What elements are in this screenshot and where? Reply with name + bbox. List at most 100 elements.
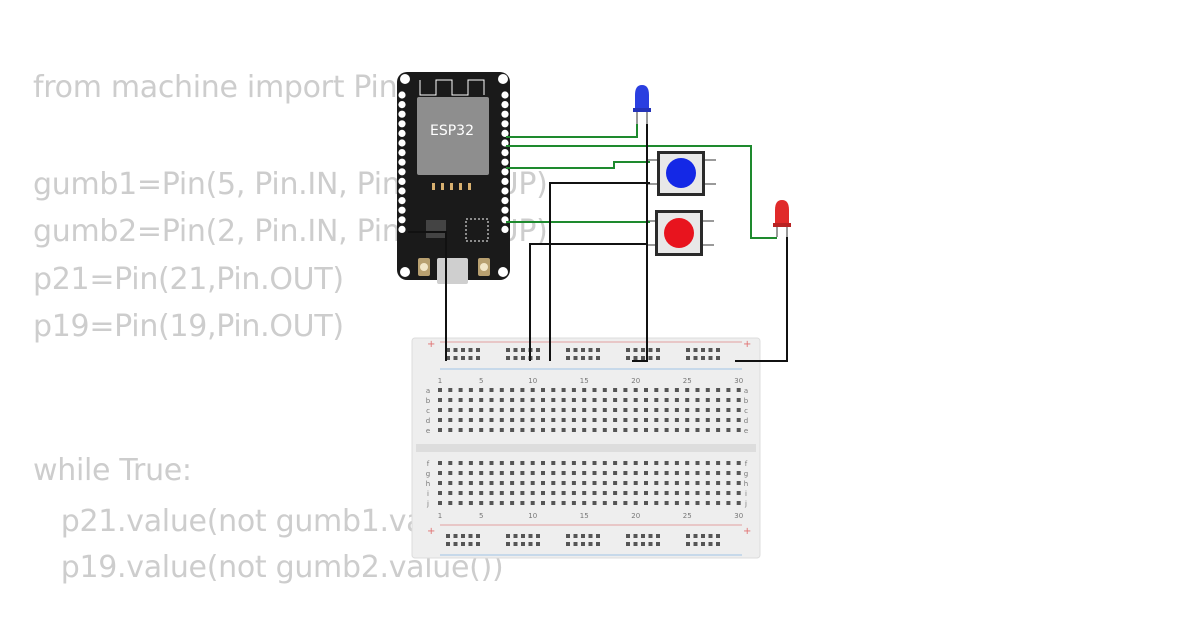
breadboard-hole[interactable] xyxy=(510,428,515,432)
breadboard-hole[interactable] xyxy=(623,398,628,402)
breadboard-hole[interactable] xyxy=(541,388,545,392)
breadboard-hole[interactable] xyxy=(468,388,473,392)
header-pin[interactable] xyxy=(398,101,406,109)
breadboard-hole[interactable] xyxy=(499,491,504,495)
breadboard-hole[interactable] xyxy=(613,481,618,485)
rail-hole[interactable] xyxy=(656,348,660,352)
breadboard-hole[interactable] xyxy=(695,428,700,432)
rail-hole[interactable] xyxy=(626,356,630,360)
blue-led[interactable] xyxy=(633,85,651,124)
breadboard-hole[interactable] xyxy=(582,491,587,495)
rail-hole[interactable] xyxy=(573,542,578,546)
breadboard-hole[interactable] xyxy=(458,501,463,505)
breadboard-hole[interactable] xyxy=(468,408,473,412)
breadboard-hole[interactable] xyxy=(499,501,504,505)
rail-hole[interactable] xyxy=(716,356,720,360)
breadboard-hole[interactable] xyxy=(468,461,473,465)
rail-hole[interactable] xyxy=(573,534,578,538)
rail-hole[interactable] xyxy=(648,356,653,360)
breadboard-hole[interactable] xyxy=(664,471,669,475)
rail-hole[interactable] xyxy=(656,356,660,360)
breadboard-hole[interactable] xyxy=(695,491,700,495)
rail-hole[interactable] xyxy=(701,534,705,538)
breadboard-hole[interactable] xyxy=(489,501,494,505)
breadboard-hole[interactable] xyxy=(726,491,731,495)
button-cap[interactable] xyxy=(666,158,696,188)
breadboard-hole[interactable] xyxy=(582,388,587,392)
rail-hole[interactable] xyxy=(648,542,653,546)
header-pin[interactable] xyxy=(398,225,406,233)
esp32-header-pins[interactable] xyxy=(398,91,509,233)
breadboard-hole[interactable] xyxy=(520,388,525,392)
breadboard-hole[interactable] xyxy=(571,461,576,465)
rail-hole[interactable] xyxy=(701,348,705,352)
breadboard-hole[interactable] xyxy=(510,471,515,475)
rail-hole[interactable] xyxy=(648,348,653,352)
rail-hole[interactable] xyxy=(513,534,518,538)
rail-hole[interactable] xyxy=(476,534,480,538)
header-pin[interactable] xyxy=(501,158,509,166)
rail-hole[interactable] xyxy=(468,348,473,352)
breadboard-hole[interactable] xyxy=(530,501,535,505)
breadboard-hole[interactable] xyxy=(664,461,669,465)
wire-green-blue-button[interactable] xyxy=(506,161,650,169)
breadboard-hole[interactable] xyxy=(633,398,638,402)
breadboard-hole[interactable] xyxy=(664,428,669,432)
header-pin[interactable] xyxy=(501,149,509,157)
breadboard-hole[interactable] xyxy=(654,408,659,412)
rail-hole[interactable] xyxy=(468,534,473,538)
breadboard-hole[interactable] xyxy=(716,428,721,432)
rail-hole[interactable] xyxy=(708,534,713,538)
breadboard-hole[interactable] xyxy=(499,408,504,412)
breadboard-hole[interactable] xyxy=(592,461,597,465)
breadboard-hole[interactable] xyxy=(695,481,700,485)
breadboard-hole[interactable] xyxy=(736,481,741,485)
breadboard-hole[interactable] xyxy=(716,481,721,485)
rail-hole[interactable] xyxy=(446,542,450,546)
header-pin[interactable] xyxy=(398,120,406,128)
breadboard-hole[interactable] xyxy=(685,491,690,495)
breadboard-hole[interactable] xyxy=(654,398,659,402)
rail-hole[interactable] xyxy=(521,542,525,546)
breadboard-hole[interactable] xyxy=(633,491,638,495)
rail-hole[interactable] xyxy=(581,348,585,352)
breadboard-hole[interactable] xyxy=(582,398,587,402)
breadboard-hole[interactable] xyxy=(510,388,515,392)
breadboard-hole[interactable] xyxy=(623,481,628,485)
rail-hole[interactable] xyxy=(521,356,525,360)
wire-gnd-blue-button[interactable] xyxy=(549,182,650,361)
breadboard-hole[interactable] xyxy=(716,461,721,465)
breadboard-hole[interactable] xyxy=(541,501,545,505)
breadboard-hole[interactable] xyxy=(530,471,535,475)
rail-hole[interactable] xyxy=(506,542,510,546)
rail-hole[interactable] xyxy=(708,348,713,352)
breadboard-hole[interactable] xyxy=(685,388,690,392)
rail-hole[interactable] xyxy=(461,534,465,538)
breadboard-hole[interactable] xyxy=(644,461,648,465)
breadboard-hole[interactable] xyxy=(571,471,576,475)
breadboard-hole[interactable] xyxy=(458,418,463,422)
breadboard-hole[interactable] xyxy=(479,408,484,412)
rail-hole[interactable] xyxy=(566,542,570,546)
breadboard-hole[interactable] xyxy=(479,428,484,432)
breadboard-hole[interactable] xyxy=(705,491,710,495)
breadboard-hole[interactable] xyxy=(736,471,741,475)
breadboard-hole[interactable] xyxy=(613,501,618,505)
breadboard-hole[interactable] xyxy=(541,471,545,475)
rail-hole[interactable] xyxy=(566,348,570,352)
breadboard-hole[interactable] xyxy=(705,461,710,465)
breadboard-hole[interactable] xyxy=(530,491,535,495)
breadboard-hole[interactable] xyxy=(685,418,690,422)
breadboard-hole[interactable] xyxy=(561,481,566,485)
breadboard-hole[interactable] xyxy=(571,491,576,495)
breadboard-hole[interactable] xyxy=(530,408,535,412)
breadboard-hole[interactable] xyxy=(592,388,597,392)
breadboard-hole[interactable] xyxy=(530,398,535,402)
breadboard-hole[interactable] xyxy=(530,481,535,485)
esp32-board[interactable]: ESP32 xyxy=(397,72,510,284)
breadboard-hole[interactable] xyxy=(674,471,679,475)
breadboard-hole[interactable] xyxy=(551,491,556,495)
header-pin[interactable] xyxy=(398,168,406,176)
rail-hole[interactable] xyxy=(446,534,450,538)
breadboard-hole[interactable] xyxy=(592,398,597,402)
